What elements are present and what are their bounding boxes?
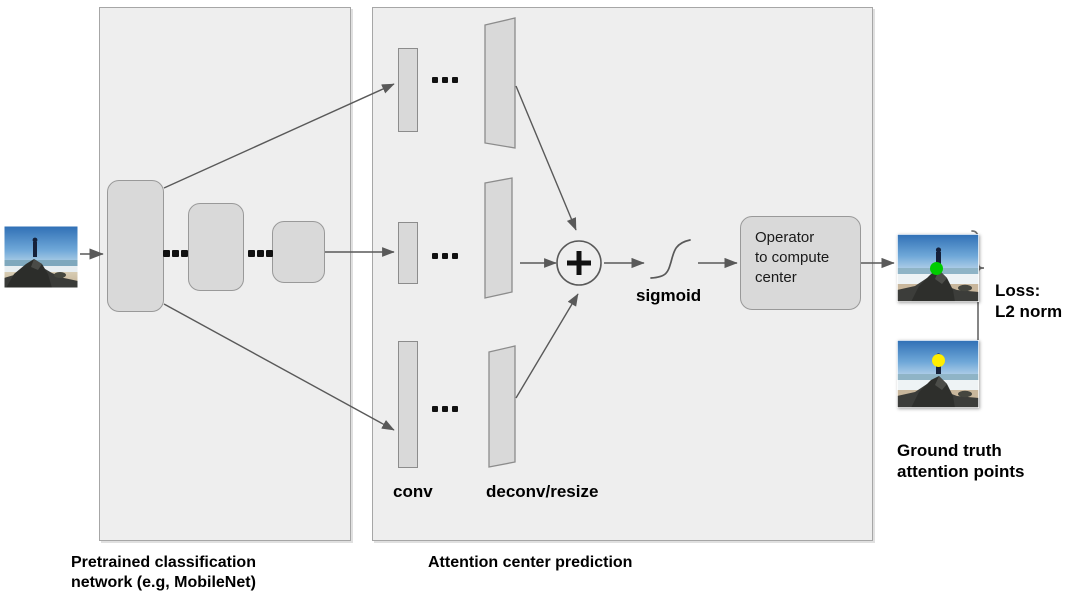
panel-attention-caption: Attention center prediction xyxy=(428,554,633,571)
operator-to-compute-center-box xyxy=(740,216,861,310)
panel-pretrained-caption: Pretrained classification network (e.g, … xyxy=(71,554,256,591)
ground-truth-label: Ground truth attention points xyxy=(897,441,1025,482)
arrow-backbone-to-bottom-conv xyxy=(163,303,395,431)
arrow-top-deconv-to-adder xyxy=(515,85,577,231)
ground-truth-image xyxy=(897,340,979,408)
operator-line-1: Operator xyxy=(755,229,815,246)
branch-middle-conv xyxy=(398,222,418,284)
backbone-block-2 xyxy=(188,203,244,291)
sigmoid-label: sigmoid xyxy=(636,286,702,305)
conv-label: conv xyxy=(393,482,433,501)
predicted-center-image xyxy=(897,234,979,302)
adder-node xyxy=(556,240,602,286)
backbone-block-1 xyxy=(107,180,164,312)
input-image xyxy=(4,226,78,288)
branch-top-deconv xyxy=(484,17,516,149)
branch-middle-deconv xyxy=(484,177,513,299)
operator-line-2: to compute xyxy=(755,249,830,266)
ground-truth-marker xyxy=(932,354,945,367)
arrow-bottom-deconv-to-adder xyxy=(515,293,579,399)
branch-top-conv xyxy=(398,48,418,132)
branch-bottom-conv xyxy=(398,341,418,468)
arrow-backbone-to-top-conv xyxy=(163,83,395,189)
predicted-center-marker xyxy=(930,262,943,275)
ground-truth-image-art xyxy=(897,340,979,408)
loss-label: Loss: L2 norm xyxy=(995,281,1063,322)
plus-icon xyxy=(567,251,591,275)
sigmoid-curve-icon xyxy=(650,239,691,279)
operator-line-3: center xyxy=(755,269,797,286)
deconv-label: deconv/resize xyxy=(486,482,599,501)
backbone-block-3 xyxy=(272,221,325,283)
branch-bottom-deconv xyxy=(488,345,516,468)
input-image-art xyxy=(4,226,78,288)
